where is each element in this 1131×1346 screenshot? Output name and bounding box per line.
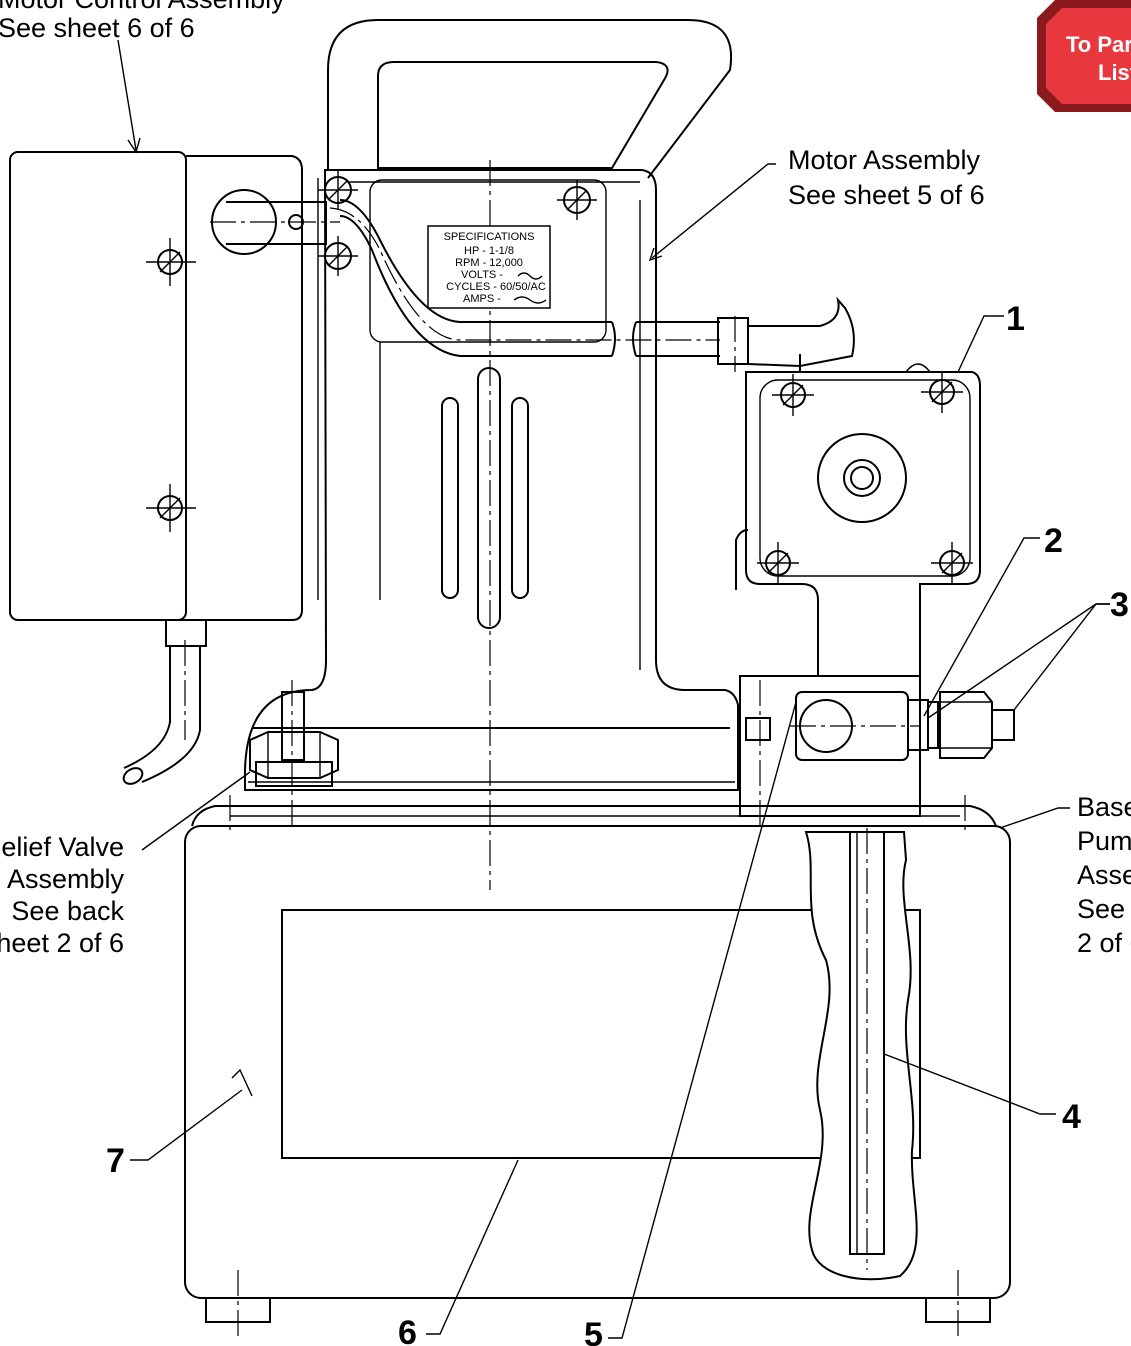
item-number-4: 4: [1062, 1098, 1081, 1136]
item-number-6: 6: [398, 1314, 417, 1346]
to-parts-list-button[interactable]: To Parts List: [1037, 0, 1131, 112]
to-parts-list-label-1: To Parts: [1066, 32, 1131, 57]
motor-assembly-callout-2: See sheet 5 of 6: [788, 180, 985, 210]
relief-valve-callout-1: Relief Valve: [0, 832, 124, 862]
spec-hp: HP - 1-1/8: [464, 245, 514, 257]
motor-housing: [244, 19, 739, 890]
motor-control-callout-2: See sheet 6 of 6: [0, 13, 195, 43]
motor-cable: [329, 199, 855, 373]
item-number-1: 1: [1006, 300, 1025, 338]
base-callout-4: See sheet: [1077, 894, 1131, 924]
item-number-7: 7: [106, 1142, 125, 1180]
base-callout-1: Base: [1077, 792, 1131, 822]
relief-valve-callout-4: sheet 2 of 6: [0, 928, 124, 958]
motor-control-box: [9, 151, 340, 785]
relief-valve-callout-3: See back: [11, 896, 124, 926]
specifications-plate: SPECIFICATIONS HP - 1-1/8 RPM - 12,000 V…: [427, 225, 551, 309]
base-callout-2: Pump: [1077, 826, 1131, 856]
base-callout-5: 2 of 6: [1077, 928, 1131, 958]
item-number-2: 2: [1044, 522, 1063, 560]
relief-valve: [249, 680, 339, 830]
motor-control-callout-1: Motor Control Assembly: [0, 0, 285, 14]
spec-title: SPECIFICATIONS: [444, 231, 535, 243]
spec-cycles: CYCLES - 60/50/AC: [446, 281, 546, 293]
callouts: Motor Control Assembly See sheet 6 of 6 …: [0, 0, 1131, 958]
reservoir-base: [184, 795, 1011, 1340]
leader-lines: [117, 39, 1110, 1339]
spec-rpm: RPM - 12,000: [455, 257, 523, 269]
spec-volts: VOLTS -: [461, 269, 503, 281]
relief-valve-callout-2: Assembly: [7, 864, 125, 894]
pump-head: [735, 363, 1015, 830]
to-parts-list-label-2: List: [1098, 60, 1131, 85]
motor-assembly-callout-1: Motor Assembly: [788, 145, 981, 175]
item-number-5: 5: [584, 1316, 603, 1346]
item-number-3: 3: [1110, 586, 1129, 624]
base-callout-3: Assembly: [1077, 860, 1131, 890]
spec-amps: AMPS -: [463, 293, 501, 305]
item-numbers: 1 2 3 4 5 6 7: [106, 300, 1129, 1346]
